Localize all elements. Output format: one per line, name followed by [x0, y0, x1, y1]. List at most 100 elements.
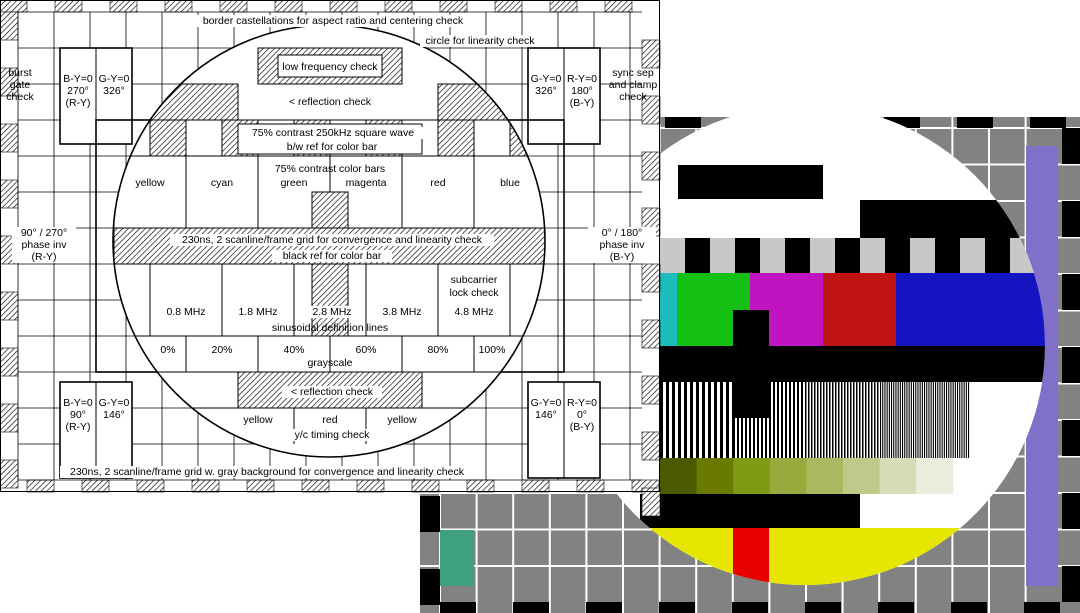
castle-right: [1062, 420, 1080, 456]
definition-line: [910, 382, 912, 458]
square-wave-cell: [760, 238, 785, 274]
definition-line: [832, 382, 834, 458]
diagram-castle-top: [494, 0, 523, 13]
diagram-castle-right: [641, 151, 661, 181]
diagram-castle-top: [549, 0, 578, 13]
reflection-bottom-label: < reflection check: [282, 386, 382, 398]
diagram-castle-bottom: [301, 479, 330, 493]
castle-top: [665, 117, 701, 128]
definition-line: [714, 382, 717, 458]
definition-line: [893, 382, 895, 458]
bar-label-blue: blue: [500, 177, 520, 189]
center-cross-horizontal: [660, 364, 805, 382]
definition-line: [781, 382, 783, 458]
definition-line: [884, 382, 886, 458]
grayscale-step: [843, 458, 880, 494]
timing-red: red: [322, 414, 338, 426]
square-wave-cell: [810, 238, 835, 274]
definition-line: [696, 382, 699, 458]
def-label-2-8: 2.8 MHz: [302, 306, 362, 318]
definition-line: [965, 382, 967, 458]
diagram-castle-top: [604, 0, 633, 13]
right-mid-label: 0° / 180°phase inv(B-Y): [588, 227, 656, 263]
definition-line: [939, 382, 941, 458]
square-wave-cell: [985, 238, 1010, 274]
definition-line: [899, 382, 901, 458]
diagram-castle-bottom: [356, 479, 385, 493]
diagram-castle-top: [219, 0, 248, 13]
castle-right: [1062, 566, 1080, 602]
red-band: [733, 528, 769, 585]
grayscale-step: [769, 458, 807, 494]
definition-line: [913, 382, 915, 458]
diagram-castle-left: [0, 11, 19, 41]
diagram-castle-left: [0, 291, 19, 321]
definition-line: [672, 382, 675, 458]
definition-line: [950, 382, 952, 458]
definition-line: [853, 382, 855, 458]
definition-line: [895, 382, 897, 458]
castle-bottom: [951, 602, 987, 613]
square-wave-cell: [785, 238, 810, 274]
castle-left: [420, 496, 440, 532]
definition-line: [888, 382, 890, 458]
definition-line: [769, 382, 771, 458]
square-wave-cell: [860, 238, 885, 274]
definition-line: [797, 382, 799, 458]
bar-label-magenta: magenta: [345, 177, 387, 189]
diagram-castle-top: [109, 0, 138, 13]
definition-line: [820, 382, 822, 458]
castle-bottom: [659, 602, 695, 613]
castle-top: [884, 117, 920, 128]
grayscale-step: [916, 458, 954, 494]
definition-line: [814, 382, 816, 458]
definition-line: [948, 382, 950, 458]
diagram-castle-left: [0, 123, 19, 153]
definition-line: [838, 382, 840, 458]
definition-line: [745, 382, 747, 458]
definition-line: [959, 382, 961, 458]
center-cross-v2: [311, 263, 349, 337]
definition-line: [943, 382, 945, 458]
square-wave-label: 75% contrast 250kHz square wave: [242, 127, 424, 139]
diagram-castle-bottom: [26, 479, 55, 493]
definition-line: [817, 382, 819, 458]
bar-label-cyan: cyan: [210, 177, 234, 189]
definition-line: [811, 382, 813, 458]
grayscale-step: [733, 458, 771, 494]
definition-line: [886, 382, 888, 458]
diagram-castle-bottom: [81, 479, 110, 493]
diagram-castle-left: [0, 347, 19, 377]
square-wave-hatch: [149, 119, 187, 157]
definition-line: [733, 382, 735, 458]
definition-line: [850, 382, 852, 458]
subcarrier-label-1: subcarrier: [450, 274, 498, 286]
castle-bottom: [1024, 602, 1060, 613]
diagram-castle-top: [439, 0, 468, 13]
top-title: border castellations for aspect ratio an…: [195, 15, 471, 27]
castle-right: [1062, 128, 1080, 164]
castle-bottom: [440, 602, 476, 613]
definition-line: [726, 382, 729, 458]
diagram-circle-content: [113, 25, 545, 457]
definition-line: [915, 382, 917, 458]
diagram-castle-bottom: [191, 479, 220, 493]
diagram-castle-right: [641, 375, 661, 405]
definition-line: [793, 382, 795, 458]
bar-label-red: red: [430, 177, 446, 189]
diagram-castle-left: [0, 459, 19, 489]
def-label-1-8: 1.8 MHz: [238, 306, 278, 318]
diagram-castle-bottom: [411, 479, 440, 493]
definition-line: [826, 382, 828, 458]
bottom-title: 230ns, 2 scanline/frame grid w. gray bac…: [60, 466, 474, 478]
grayscale-steps: [660, 458, 954, 494]
definition-line: [954, 382, 956, 458]
gray-label-100: 100%: [478, 344, 506, 356]
definition-line: [757, 382, 759, 458]
color-bar: [823, 273, 896, 346]
definition-line: [961, 382, 963, 458]
